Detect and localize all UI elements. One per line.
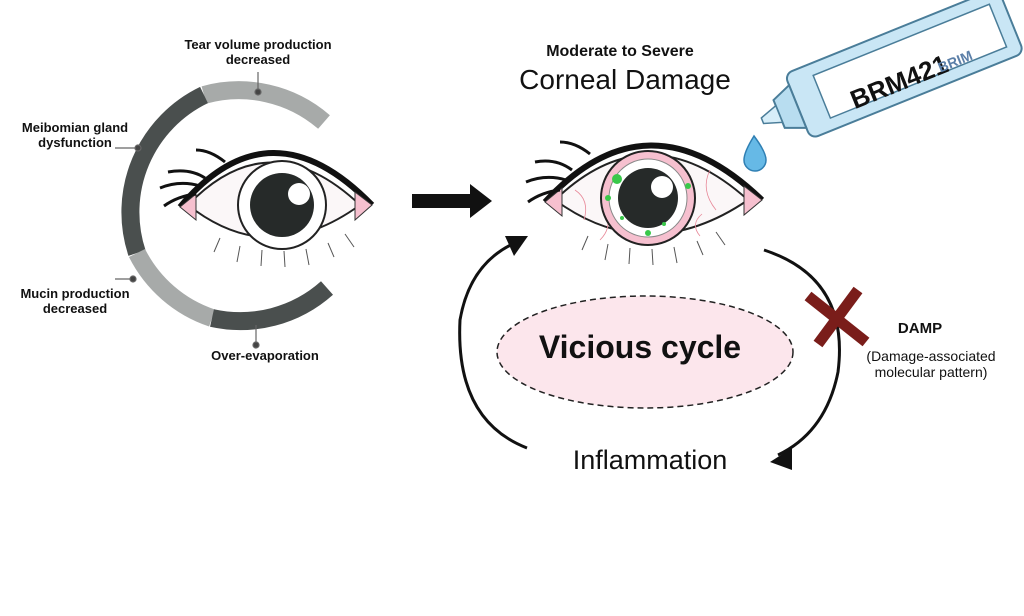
dry-eye-ring <box>121 81 333 331</box>
eye-drop-bottle: BRM421 BRIM <box>743 0 1023 172</box>
pupil <box>250 173 314 237</box>
eye-highlight-damaged <box>651 176 673 198</box>
ring-segment-bottom-left <box>128 248 216 327</box>
tear-duct-right-damaged <box>743 184 763 217</box>
vicious-cycle-label: Vicious cycle <box>538 329 742 365</box>
eyelashes-upper-damaged <box>525 140 591 204</box>
damp-label: DAMP <box>897 320 943 337</box>
drop-icon <box>743 134 767 172</box>
label-mucin: Mucin production decreased <box>20 286 130 316</box>
tear-duct-left-damaged <box>544 186 563 218</box>
pupil-damaged <box>618 168 678 228</box>
ring-segment-top <box>201 81 330 129</box>
ring-leaders <box>115 72 262 349</box>
label-tear-volume: Tear volume production decreased <box>184 37 332 67</box>
bottle-label <box>812 3 1008 120</box>
eyelashes-lower-damaged <box>581 231 726 266</box>
upper-eyelid-damaged <box>542 142 765 205</box>
arrow-up-left <box>458 240 528 450</box>
eye-highlight <box>288 183 310 205</box>
arrow-down-right <box>763 248 841 457</box>
ring-segment-left <box>121 86 209 256</box>
bottle-neck <box>772 83 808 129</box>
tear-duct-left <box>179 192 197 222</box>
bottle-tip <box>760 104 784 125</box>
progression-arrow <box>412 184 492 218</box>
tear-duct-right <box>354 190 373 222</box>
damaged-eye <box>525 140 765 266</box>
diagram-title: Corneal Damage <box>519 64 731 95</box>
ring-segment-bottom <box>210 281 333 331</box>
healthy-eye <box>159 148 375 268</box>
upper-eyelid <box>177 150 375 209</box>
eyelashes-lower <box>213 233 355 268</box>
corneal-lesions <box>605 174 691 236</box>
arrowhead-down <box>770 448 792 470</box>
blocked-cross-icon <box>804 286 870 348</box>
arrowhead-up <box>505 236 528 256</box>
label-meibomian: Meibomian gland dysfunction <box>21 120 129 150</box>
cycle-arrows <box>458 240 841 457</box>
label-over-evaporation: Over-evaporation <box>211 348 319 363</box>
eyelashes-upper <box>159 148 226 208</box>
inflammation-label: Inflammation <box>572 445 728 475</box>
vicious-cycle-ellipse <box>496 295 794 409</box>
damp-description: (Damage-associated molecular pattern) <box>866 348 996 381</box>
diagram-subtitle: Moderate to Severe <box>546 43 694 60</box>
